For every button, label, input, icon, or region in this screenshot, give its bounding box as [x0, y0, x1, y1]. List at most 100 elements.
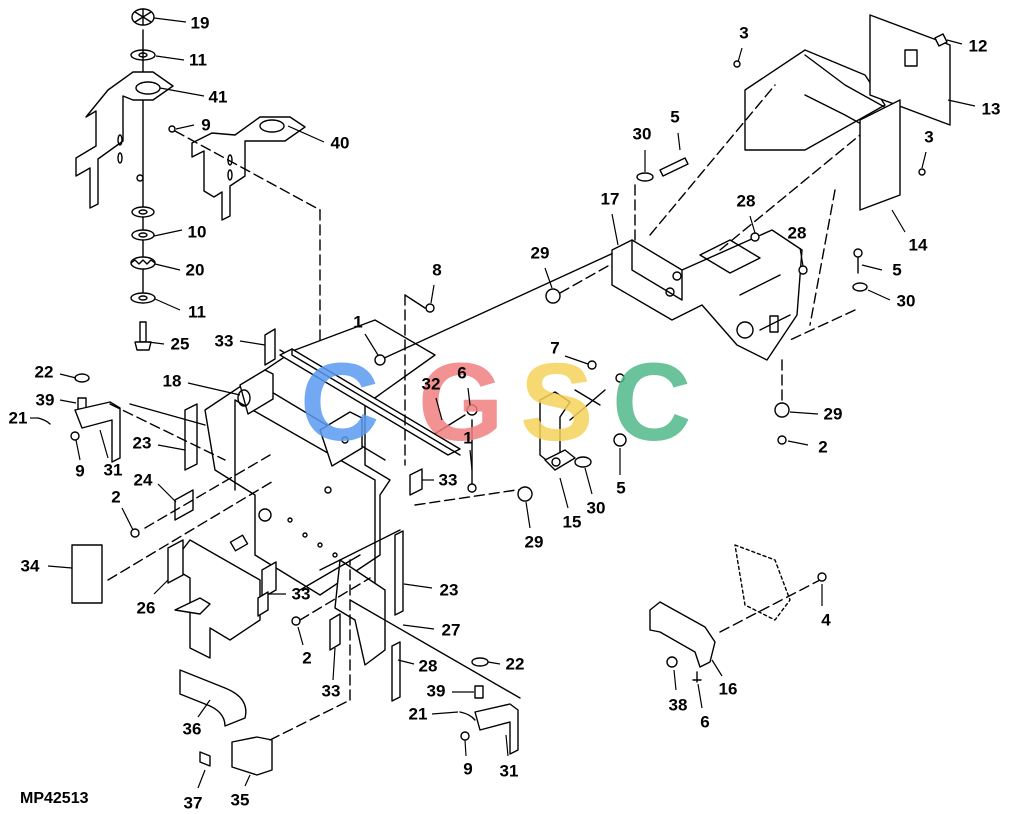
callout-number: 1 [353, 312, 363, 332]
callout-number: 14 [908, 235, 928, 255]
callout-number: 32 [421, 374, 441, 394]
bracket-41 [75, 71, 174, 209]
callout-number: 29 [530, 243, 550, 263]
callout-number: 2 [111, 487, 121, 507]
figure-id: MP42513 [20, 790, 89, 807]
callout-leader [584, 467, 593, 495]
callout-leader [244, 774, 251, 787]
callout-number: 7 [550, 338, 560, 358]
callout-leader [397, 659, 415, 665]
callout-leader [435, 397, 443, 421]
callout-number: 30 [896, 291, 916, 311]
callout-number: 5 [616, 478, 626, 498]
callout-number: 28 [418, 656, 438, 676]
callout-number: 22 [505, 654, 525, 674]
callout-number: 33 [438, 470, 458, 490]
callout-leader [867, 289, 891, 301]
callout-number: 18 [162, 371, 182, 391]
callout-leader [505, 734, 509, 757]
callout-leader [364, 333, 379, 356]
callout-number: 26 [136, 598, 156, 618]
callout-leader [153, 579, 169, 595]
callout-leader [187, 382, 241, 396]
callout-number: 3 [739, 23, 749, 43]
callout-leader [525, 501, 531, 529]
callout-number: 41 [208, 87, 228, 107]
callout-leader [673, 669, 677, 691]
callout-leader [402, 624, 435, 630]
callout-number: 1 [463, 428, 473, 448]
callout-number: 8 [432, 260, 442, 280]
callout-number: 11 [189, 50, 207, 70]
callout-number: 23 [439, 580, 459, 600]
callout-leader [59, 399, 77, 404]
callout-number: 23 [132, 433, 152, 453]
bracket-15 [517, 261, 627, 502]
callout-number: 20 [185, 260, 205, 280]
callout-number: 25 [170, 334, 190, 354]
callout-leader [154, 263, 181, 271]
callout-number: 38 [668, 695, 688, 715]
callout-number: 6 [700, 712, 710, 732]
callout-leader [799, 247, 804, 267]
callout-leader [431, 711, 459, 715]
callout-leader [153, 17, 187, 23]
watermark-letter: C [300, 341, 379, 464]
callout-leader [175, 124, 195, 130]
callout-leader [787, 440, 809, 446]
callout-leader [197, 769, 206, 789]
callout-number: 39 [426, 681, 446, 701]
callout-number: 28 [787, 223, 807, 243]
watermark: C G S C [300, 341, 691, 464]
callout-leader [677, 132, 681, 151]
callout-number: 40 [330, 133, 350, 153]
callout-leader [891, 209, 906, 233]
small-parts-center [349, 249, 621, 755]
callout-leader [403, 583, 433, 589]
callout-number: 4 [821, 610, 831, 630]
main-frame [169, 319, 466, 666]
callout-leader [737, 47, 743, 63]
callout-number: 5 [892, 260, 902, 280]
callout-number: 16 [718, 679, 738, 699]
callout-number: 21 [408, 704, 428, 724]
callout-leader [611, 213, 619, 246]
callout-number: 17 [600, 189, 620, 209]
callout-leader [155, 55, 185, 61]
callout-leader [697, 683, 703, 709]
callout-leader [47, 565, 73, 569]
callout-leader [564, 355, 589, 365]
callout-leader [789, 411, 819, 415]
callout-number: 39 [35, 390, 55, 410]
callout-number: 24 [133, 470, 153, 490]
callout-number: 28 [736, 191, 756, 211]
watermark-letter: G [418, 341, 504, 464]
isolator-stack-parts [130, 8, 156, 351]
callout-number: 2 [818, 437, 828, 457]
rail-32 [279, 348, 461, 456]
callout-number: 29 [524, 532, 544, 552]
frame-17 [611, 157, 868, 445]
callout-leader [59, 373, 77, 379]
callout-number: 15 [562, 512, 582, 532]
callout-leader [469, 449, 473, 471]
callout-number: 13 [981, 99, 1001, 119]
callout-leader [154, 298, 181, 311]
callout-leader [147, 341, 165, 345]
watermark-letter: C [612, 341, 691, 464]
callout-number: 9 [201, 115, 211, 135]
small-parts-left [37, 328, 371, 776]
callout-number: 35 [230, 790, 250, 810]
callout-number: 33 [214, 331, 234, 351]
callout-number: 22 [34, 362, 54, 382]
callout-leader [99, 429, 109, 459]
callout-leader [861, 264, 883, 271]
panels-3-13-14 [649, 14, 951, 251]
callout-number: 5 [670, 107, 680, 127]
callout-leader [544, 267, 553, 289]
callout-number: 31 [499, 761, 519, 781]
callout-number: 30 [632, 124, 652, 144]
callout-leader [749, 215, 756, 234]
